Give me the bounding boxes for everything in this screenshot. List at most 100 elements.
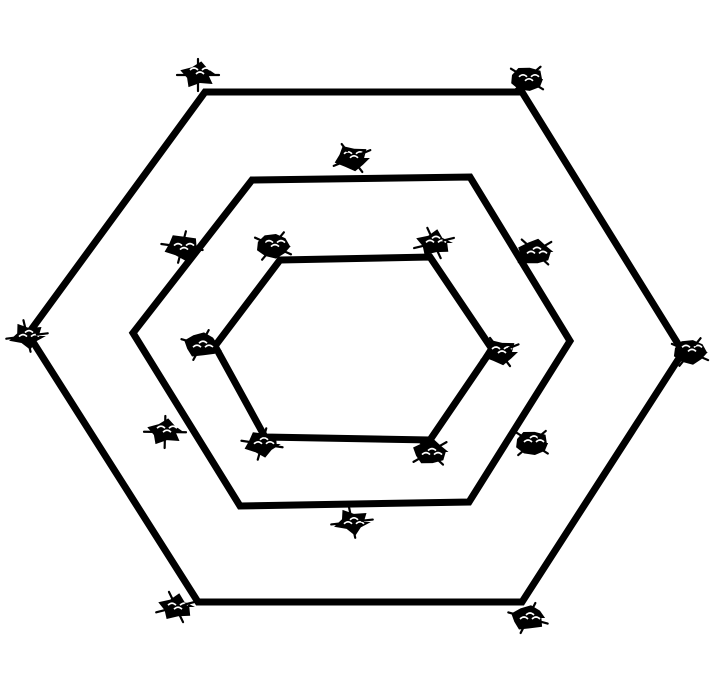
bee-leg	[520, 238, 530, 247]
bee-leg	[270, 444, 284, 449]
bee-leg	[22, 319, 27, 330]
bee-wing-mark	[349, 517, 359, 521]
bee-wing-mark	[24, 329, 34, 334]
bee-leg	[355, 163, 364, 174]
bee-wing-mark	[189, 67, 199, 71]
bee-wing-mark	[535, 439, 545, 443]
bee-wing-mark	[530, 74, 540, 78]
bee-icon	[240, 427, 284, 461]
bee-leg	[436, 441, 448, 449]
bee-wing-mark	[179, 246, 189, 251]
bee-wing-mark	[681, 344, 691, 348]
bee-wing-mark	[173, 606, 183, 610]
bee-leg	[507, 343, 520, 350]
bee-leg	[209, 346, 222, 352]
bee-body	[180, 61, 217, 88]
bee-body	[158, 593, 195, 619]
bee-leg	[180, 338, 193, 344]
bee-wing-mark	[192, 344, 202, 348]
bee-leg	[277, 231, 286, 241]
bee-leg	[412, 244, 426, 250]
bee-leg	[184, 600, 197, 606]
bee-wing-mark	[523, 439, 533, 443]
bee-icon	[142, 414, 188, 450]
bee-leg	[192, 351, 199, 361]
bee-leg	[155, 608, 168, 614]
bee-leg	[256, 450, 262, 461]
bee-leg	[167, 590, 174, 601]
bee-wing-mark	[343, 151, 353, 155]
bee-leg	[670, 342, 683, 350]
bee-leg	[360, 518, 374, 522]
bee-icon	[253, 231, 293, 261]
bee-wing-mark	[538, 250, 548, 254]
bee-body	[9, 323, 46, 350]
bee-leg	[35, 332, 49, 336]
bee-wing-mark	[524, 78, 534, 82]
bee-leg	[517, 447, 527, 457]
bee-body	[244, 432, 281, 458]
bee-wing-mark	[270, 243, 280, 248]
bee-wing-mark	[156, 425, 166, 429]
bee-leg	[340, 142, 349, 153]
inner-hexagon	[210, 253, 497, 444]
bee-leg	[678, 357, 687, 367]
bee-wing-mark	[162, 429, 172, 433]
bee-wing-mark	[264, 239, 274, 244]
bee-wing-mark	[167, 602, 177, 606]
bee-icon	[180, 329, 222, 361]
bee-leg	[330, 522, 344, 526]
bee-wing-mark	[18, 333, 28, 338]
bee-leg	[541, 240, 553, 249]
bee-icon	[412, 438, 449, 466]
bee-wing-mark	[201, 67, 211, 71]
bee-icon	[160, 230, 204, 264]
bee-leg	[359, 149, 372, 156]
bee-wing-mark	[431, 235, 441, 239]
bee-leg	[160, 242, 174, 247]
bee-icon	[670, 337, 710, 367]
bee-icon	[5, 319, 49, 353]
bee-wing-mark	[30, 333, 40, 338]
bee-body	[416, 229, 453, 255]
bee-icon	[507, 601, 549, 635]
bee-leg	[280, 249, 293, 256]
bee-wing-mark	[525, 612, 535, 616]
bee-wing-mark	[529, 435, 539, 439]
bee-leg	[536, 619, 549, 625]
bee-leg	[347, 505, 352, 516]
bee-wing-mark	[497, 350, 507, 354]
bee-leg	[540, 257, 550, 266]
bee-icon	[330, 505, 374, 539]
bee-leg	[182, 230, 188, 241]
marker-layer	[5, 57, 710, 635]
bee-wing-mark	[349, 155, 359, 159]
bee-leg	[697, 354, 710, 362]
bee-wing-mark	[195, 71, 205, 75]
bee-icon	[412, 226, 456, 260]
bee-wing-mark	[518, 74, 528, 78]
bee-wing-mark	[491, 346, 501, 350]
bee-leg	[260, 251, 269, 261]
bee-leg	[240, 439, 254, 444]
bee-wing-mark	[687, 348, 697, 352]
bee-leg	[532, 65, 542, 74]
bee-leg	[352, 528, 357, 539]
bee-leg	[412, 455, 424, 463]
bee-wing-mark	[526, 250, 536, 254]
bee-leg	[693, 337, 702, 347]
bee-leg	[533, 83, 545, 91]
bee-leg	[503, 357, 512, 368]
bee-leg	[178, 613, 185, 624]
bee-leg	[426, 226, 432, 237]
bee-icon	[175, 57, 221, 93]
bee-wing-mark	[198, 340, 208, 344]
bee-wing-mark	[503, 346, 513, 350]
bee-wing-mark	[532, 246, 542, 250]
bee-leg	[480, 354, 493, 361]
bee-leg	[519, 624, 526, 635]
bee-leg	[415, 438, 425, 447]
bee-icon	[480, 336, 520, 368]
